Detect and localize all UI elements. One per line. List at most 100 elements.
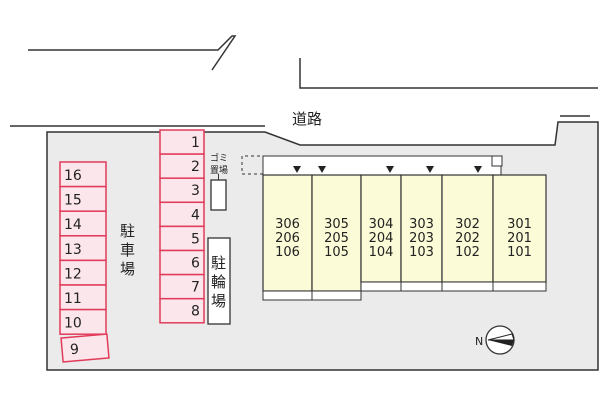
parking-space-2: 2 <box>159 153 205 179</box>
garbage-area: ゴミ 置場 <box>210 152 228 211</box>
unit-number: 104 <box>369 245 394 260</box>
parking-space-number: 14 <box>64 217 82 233</box>
parking-space-number: 8 <box>191 304 200 320</box>
parking-middle-column: 1 2 3 4 5 6 7 8 <box>159 129 205 324</box>
unit-number: 106 <box>275 245 300 260</box>
unit-balcony <box>441 281 494 292</box>
parking-space-number: 3 <box>191 183 200 199</box>
parking-label-char-1: 駐 <box>120 222 135 240</box>
parking-space-5: 5 <box>159 225 205 252</box>
entrance-markers <box>293 166 482 173</box>
parking-space-number: 2 <box>191 159 200 175</box>
unit-number: 304 <box>369 217 394 232</box>
unit-block <box>441 174 494 283</box>
unit-number: 204 <box>369 231 394 246</box>
unit-balcony <box>492 281 547 292</box>
parking-space-number: 7 <box>191 280 200 296</box>
parking-space-number: 11 <box>64 291 82 307</box>
compass-needle-dark <box>488 340 514 346</box>
parking-space-number: 6 <box>191 256 200 272</box>
unit-number: 302 <box>455 217 480 232</box>
bike-parking-label-char-1: 駐 <box>211 254 226 272</box>
parking-space-3: 3 <box>159 177 205 204</box>
unit-balcony <box>400 281 443 292</box>
unit-number: 303 <box>409 217 434 232</box>
entrance-marker <box>426 166 434 173</box>
road-label: 道路 <box>292 110 322 128</box>
corridor <box>262 155 502 176</box>
unit-number: 101 <box>507 245 532 260</box>
road-boundary-top-left <box>28 35 237 71</box>
parking-space-8: 8 <box>159 297 205 324</box>
unit-number: 105 <box>324 245 349 260</box>
unit-block <box>400 174 443 283</box>
unit-number: 206 <box>275 231 300 246</box>
garbage-label-line2: 置場 <box>210 164 228 176</box>
corridor-end-marker <box>491 155 503 167</box>
bike-parking-area <box>207 237 231 325</box>
parking-space-number: 9 <box>69 342 79 359</box>
parking-space-9: 9 <box>60 333 110 363</box>
entrance-marker <box>386 166 394 173</box>
bike-parking-label-char-3: 場 <box>211 292 226 310</box>
parking-space-4: 4 <box>159 201 205 228</box>
unit-balcony <box>360 281 402 292</box>
parking-space-number: 1 <box>191 135 200 151</box>
unit-number: 306 <box>275 217 300 232</box>
unit-number: 203 <box>409 231 434 246</box>
bike-parking-label: 駐 輪 場 <box>211 254 226 310</box>
parking-space-14: 14 <box>59 210 107 237</box>
parking-space-number: 12 <box>64 266 82 282</box>
parking-space-number: 5 <box>191 231 200 247</box>
compass: N <box>475 325 515 355</box>
unit-block <box>492 174 547 283</box>
parking-label-char-3: 場 <box>120 260 135 278</box>
bike-parking-label-char-2: 輪 <box>211 273 226 291</box>
parking-space-6: 6 <box>159 249 205 276</box>
parking-space-7: 7 <box>159 273 205 300</box>
compass-needle-light <box>487 333 515 341</box>
unit-number: 205 <box>324 231 349 246</box>
unit-number: 202 <box>455 231 480 246</box>
entrance-dashed-outline <box>241 155 263 175</box>
parking-label: 駐 車 場 <box>120 222 135 278</box>
road-boundary-top-right <box>299 58 598 89</box>
parking-space-number: 4 <box>191 207 200 223</box>
parking-label-char-2: 車 <box>120 241 135 259</box>
parking-space-number: 10 <box>64 316 82 332</box>
unit-number: 305 <box>324 217 349 232</box>
garbage-bin <box>210 179 227 211</box>
entrance-marker <box>474 166 482 173</box>
parking-left-column: 16 15 14 13 12 11 10 <box>59 161 107 335</box>
parking-space-number: 15 <box>64 193 82 209</box>
garbage-label-line1: ゴミ <box>210 152 228 164</box>
unit-balcony <box>262 290 313 301</box>
parking-space-16: 16 <box>59 161 107 188</box>
unit-number: 301 <box>507 217 532 232</box>
parking-space-number: 16 <box>64 168 82 184</box>
unit-block <box>360 174 402 283</box>
parking-space-11: 11 <box>59 284 107 311</box>
entrance-marker <box>318 166 326 173</box>
parking-space-15: 15 <box>59 185 107 212</box>
unit-number: 201 <box>507 231 532 246</box>
compass-north-label: N <box>475 335 483 348</box>
unit-number: 103 <box>409 245 434 260</box>
parking-space-12: 12 <box>59 259 107 286</box>
unit-balcony <box>311 290 362 301</box>
parking-space-13: 13 <box>59 235 107 262</box>
unit-number: 102 <box>455 245 480 260</box>
parking-space-1: 1 <box>159 129 205 155</box>
parking-space-number: 13 <box>64 242 82 258</box>
building: 3062061063052051053042041043032031033022… <box>262 174 547 301</box>
unit-block <box>311 174 362 292</box>
entrance-marker <box>293 166 301 173</box>
